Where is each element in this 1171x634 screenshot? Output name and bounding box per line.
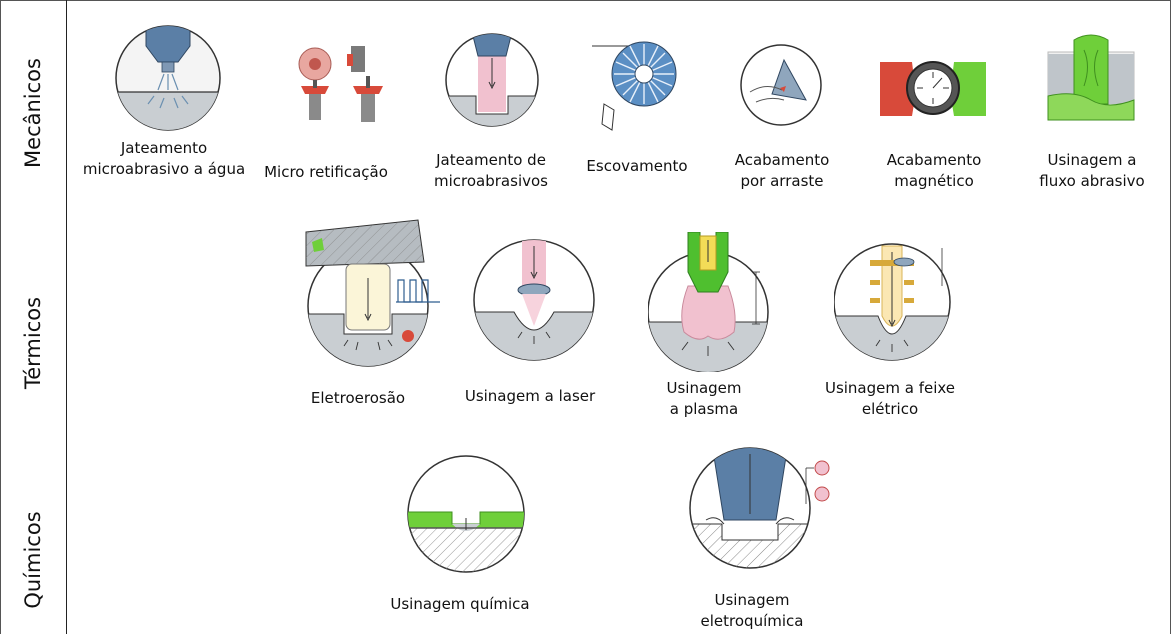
- illustration-feixe-eletrico: [834, 236, 956, 364]
- category-label-termicos: Térmicos: [21, 296, 45, 390]
- caption-quimica: Usinagem química: [390, 595, 530, 613]
- caption-laser: Usinagem a laser: [464, 387, 596, 405]
- illustration-plasma: [648, 232, 776, 372]
- frame-left-border: [0, 0, 1, 634]
- illustration-micro-retificacao: [285, 36, 395, 136]
- caption-eletroerosao: Eletroerosão: [310, 389, 406, 407]
- frame-top-border: [0, 0, 1171, 1]
- category-label-quimicos: Químicos: [21, 511, 45, 609]
- illustration-acabamento-magnetico: [878, 44, 988, 134]
- illustration-eletroquimica: [666, 444, 846, 580]
- illustration-eletroerosao: [300, 218, 450, 374]
- illustration-acabamento-arraste: [736, 40, 826, 130]
- illustration-fluxo-abrasivo: [1044, 30, 1138, 126]
- illustration-laser: [470, 236, 598, 362]
- illustration-jateamento-micro: [442, 26, 542, 132]
- category-label-mecanicos: Mecânicos: [21, 58, 45, 168]
- illustration-quimica: [404, 452, 528, 576]
- caption-micro-retificacao: Micro retificação: [264, 163, 388, 181]
- caption-escovamento: Escovamento: [586, 157, 688, 175]
- category-divider: [66, 0, 67, 634]
- illustration-escovamento: [590, 34, 684, 134]
- illustration-jateamento-agua: [108, 24, 228, 134]
